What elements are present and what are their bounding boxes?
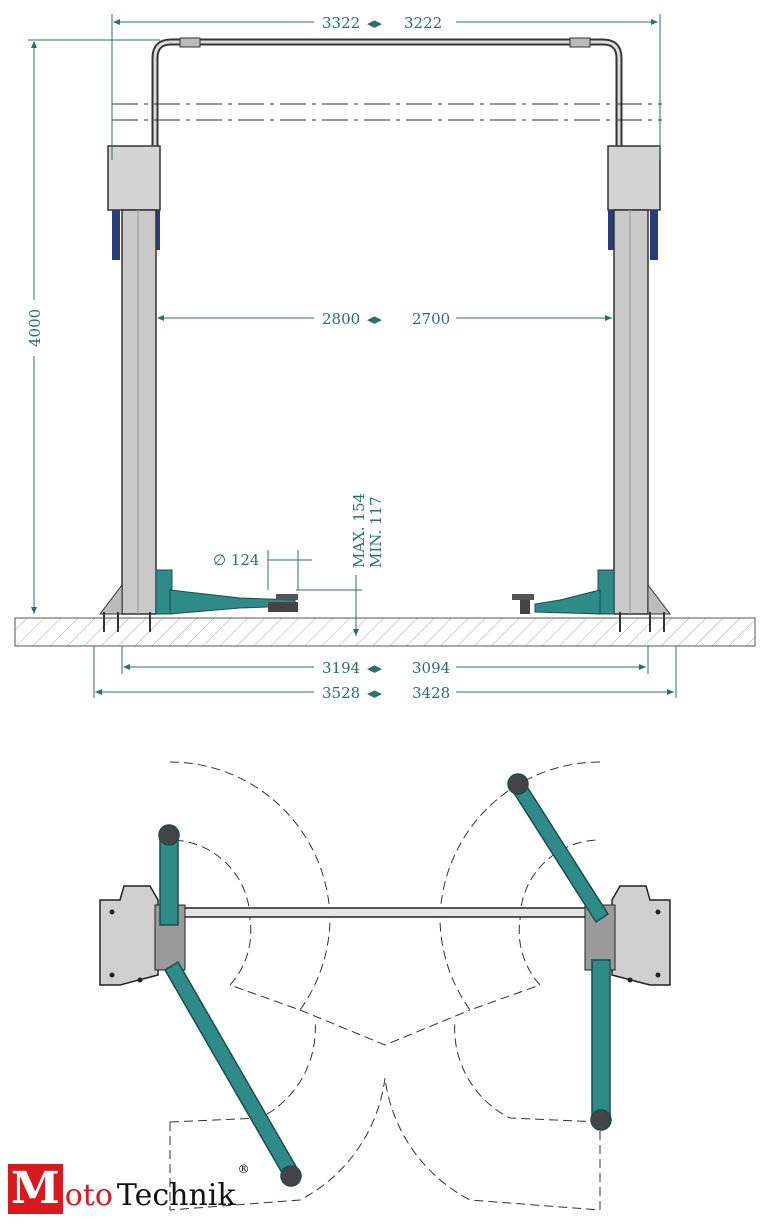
dim-inner-right: 2700 — [412, 310, 450, 328]
dim-total-arrow: ◂▸ — [367, 684, 383, 702]
arm-swing-outlines — [169, 761, 601, 1211]
anchor-bolts — [103, 612, 665, 632]
top-view — [99, 761, 671, 1211]
logo-initial: M — [8, 1164, 63, 1214]
dim-pad-diameter: ∅ 124 — [213, 551, 259, 569]
dimension-lines — [28, 14, 677, 698]
logo-word2: Technik — [116, 1178, 236, 1213]
dim-inner-left: 2800 — [322, 310, 360, 328]
dim-min-height: MIN. 117 — [367, 496, 385, 568]
centerlines — [112, 103, 662, 121]
dim-total-left: 3528 — [322, 684, 360, 702]
mototechnik-logo: M oto Technik ® — [8, 1162, 250, 1214]
dim-base-right: 3094 — [412, 659, 450, 677]
dim-top-right: 3222 — [404, 14, 442, 32]
overhead-bar — [151, 37, 623, 150]
front-view: 3322 ◂▸ 3222 4000 2800 ◂▸ 2700 ∅ 124 MAX… — [14, 14, 756, 702]
dim-top-arrow: ◂▸ — [367, 14, 383, 32]
right-post-base — [584, 885, 671, 986]
left-post-base — [99, 885, 186, 986]
left-column — [98, 145, 173, 615]
dim-top-left: 3322 — [322, 14, 360, 32]
top-crossbar — [149, 907, 621, 918]
dim-inner-arrow: ◂▸ — [367, 310, 383, 328]
top-arms — [158, 773, 612, 1187]
dim-base-arrow: ◂▸ — [367, 659, 383, 677]
logo-word1: oto — [64, 1178, 113, 1213]
logo-registered: ® — [237, 1162, 250, 1176]
dim-total-right: 3428 — [412, 684, 450, 702]
dim-height: 4000 — [26, 309, 44, 347]
right-lift-arm — [512, 569, 615, 615]
right-column — [597, 145, 672, 615]
dim-max-height: MAX. 154 — [350, 493, 368, 568]
floor — [14, 617, 756, 647]
left-lift-arm — [155, 569, 298, 615]
dim-base-left: 3194 — [322, 659, 360, 677]
